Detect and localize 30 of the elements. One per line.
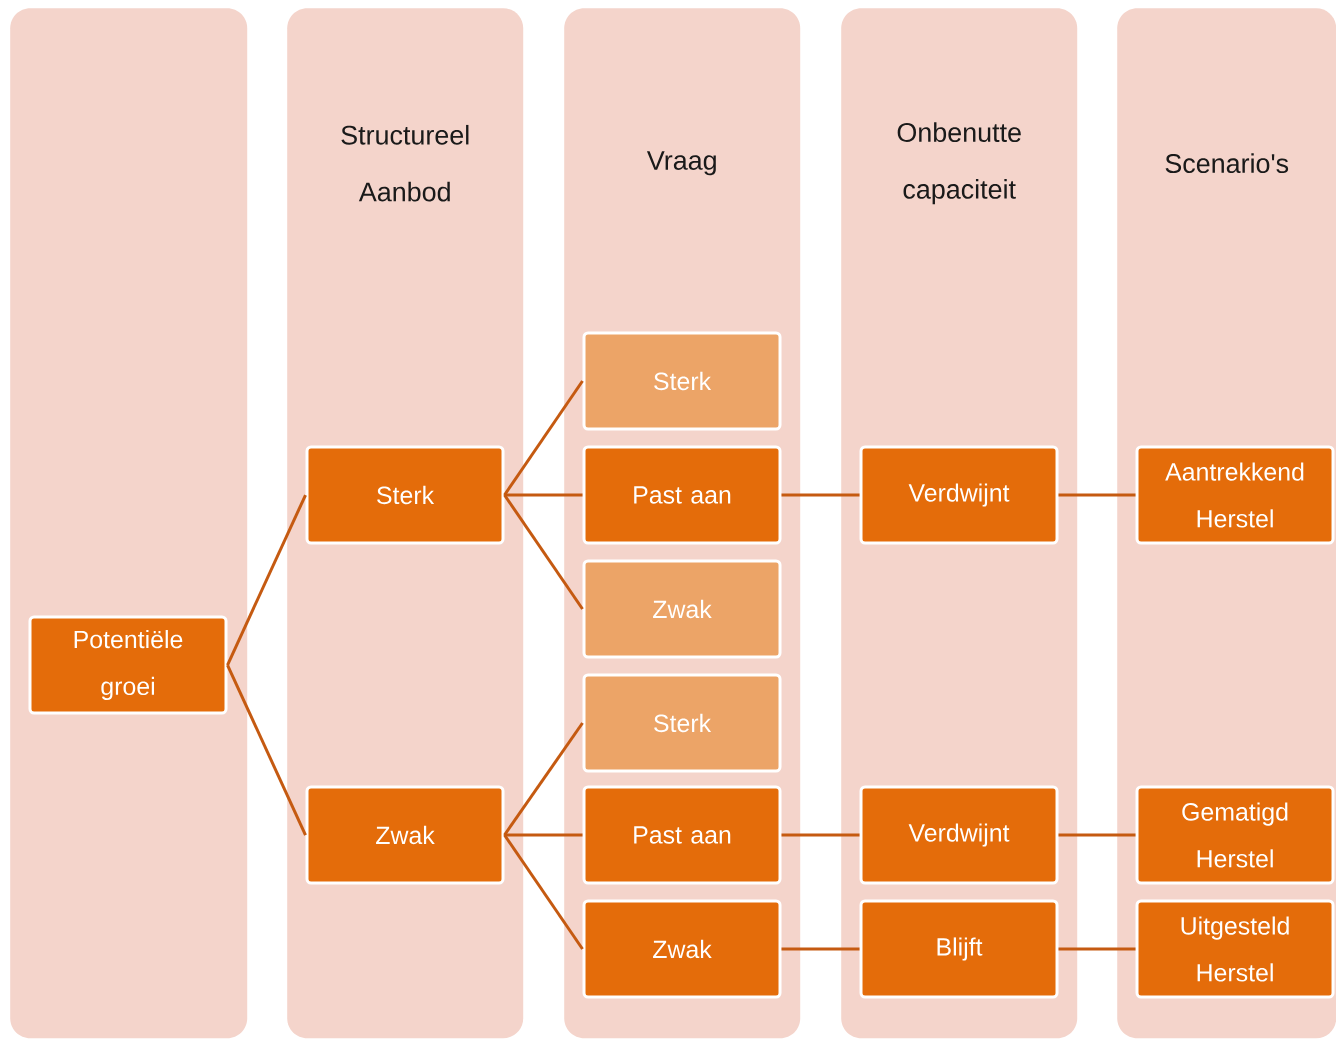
process-box: Verdwijnt	[859, 785, 1059, 885]
process-box: Gematigd Herstel	[1135, 785, 1335, 885]
connector-line	[781, 833, 860, 837]
connector-line	[503, 380, 584, 496]
column-band	[10, 8, 248, 1039]
connector-line	[781, 947, 860, 951]
process-box: Aantrekkend Herstel	[1135, 445, 1335, 545]
connector-line	[226, 494, 307, 666]
process-box: Blijft	[859, 899, 1059, 999]
process-box: Verdwijnt	[859, 445, 1059, 545]
connector-line	[504, 493, 583, 497]
process-box: Sterk	[305, 445, 505, 545]
connector-line	[1058, 833, 1136, 837]
process-box: Past aan	[582, 445, 782, 545]
connector-line	[1058, 947, 1136, 951]
process-box: Zwak	[305, 785, 505, 885]
process-box: Past aan	[582, 785, 782, 885]
connector-line	[781, 493, 860, 497]
process-box: Uitgesteld Herstel	[1135, 899, 1335, 999]
connector-line	[503, 834, 584, 950]
process-box: Sterk	[582, 673, 782, 773]
connector-line	[1058, 493, 1136, 497]
connector-line	[503, 722, 584, 836]
connector-line	[503, 494, 584, 610]
process-box: Potentiële groei	[28, 615, 228, 715]
connector-line	[226, 664, 307, 836]
process-box: Zwak	[582, 899, 782, 999]
process-box: Zwak	[582, 559, 782, 659]
connector-line	[504, 833, 583, 837]
process-box: Sterk	[582, 331, 782, 431]
